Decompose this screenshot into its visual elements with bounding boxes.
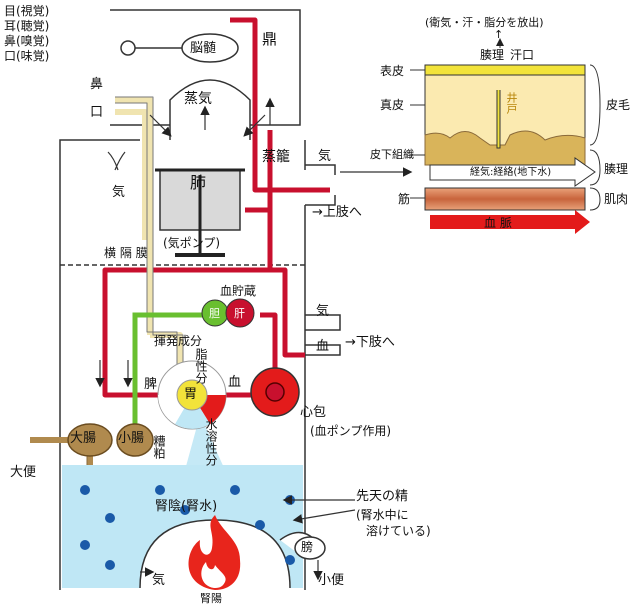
cauldron-label: 鼎	[262, 30, 278, 48]
water-soluble-label: 水溶性分	[204, 418, 218, 466]
subcutis-label: 皮下組織	[370, 148, 414, 161]
spleen-label: 脾	[144, 377, 158, 392]
skin-caption: (衛気・汗・脂分を放出)	[425, 16, 544, 29]
water-fan	[185, 415, 225, 470]
sense-node	[120, 40, 136, 56]
steamer-ki-label: 気	[318, 149, 332, 164]
brain-label: 脳髄	[190, 41, 217, 56]
right-pore-label: 腠理	[604, 162, 629, 176]
ki-in-label: 気	[112, 185, 126, 200]
daiben-label: 大便	[10, 465, 37, 480]
fire-label: 腎陽	[200, 592, 222, 605]
blood-outlet-label: 血	[316, 339, 330, 354]
bile-pipe	[132, 312, 205, 440]
bladder	[294, 536, 326, 560]
muscle-layer-label: 筋	[398, 192, 411, 206]
mouth-label: 口	[90, 105, 104, 120]
liver	[225, 298, 255, 328]
epidermis-label: 表皮	[380, 64, 405, 78]
blood-vessel-label: 血 脈	[484, 216, 512, 230]
fat-label: 脂性分	[194, 348, 208, 384]
large-intestine	[67, 423, 113, 457]
dermis-label: 真皮	[380, 98, 405, 112]
small-intestine-label: 小腸	[118, 431, 145, 446]
skin-arrow: ↑	[494, 28, 504, 41]
essence-dots	[80, 485, 295, 570]
upper-limb-label: →上肢へ	[312, 205, 362, 220]
sense-nose: 鼻(嗅覚)	[4, 34, 50, 48]
meridian-label: 経気:経絡(地下水)	[470, 167, 552, 178]
lower-ki-label: 気	[316, 304, 330, 319]
pericardium-note: (血ポンプ作用)	[310, 424, 392, 438]
steamer-outlets	[305, 164, 341, 356]
urine-label: 小便	[318, 573, 345, 588]
lower-limb-label: →下肢へ	[345, 335, 395, 350]
nose-label: 鼻	[90, 77, 104, 92]
stomach-label: 胃	[184, 387, 198, 402]
small-intestine	[116, 423, 154, 457]
ki-out-label: 気	[152, 573, 166, 588]
blood-label: 血	[228, 375, 242, 390]
right-muscle-label: 肌肉	[604, 192, 629, 206]
dregs-label: 糟粕	[152, 435, 166, 459]
lung-pump-label: (気ポンプ)	[163, 236, 221, 250]
fire-icon	[188, 515, 241, 590]
pore-label: 腠理	[480, 48, 505, 62]
flow-arrows	[95, 105, 413, 577]
right-skin-label: 皮毛	[606, 98, 631, 112]
diaphragm-label: 横 隔 膜	[104, 246, 148, 260]
pericardium-label: 心包	[300, 405, 327, 420]
sweat-pore-label: 汗口	[510, 48, 535, 62]
sense-eye: 目(視覚)	[4, 4, 50, 18]
essence-note-2: 溶けている)	[366, 524, 431, 538]
blood-storage-label: 血貯蔵	[220, 284, 257, 298]
essence-label: 先天の精	[356, 489, 409, 504]
sense-ear: 耳(聴覚)	[4, 19, 50, 33]
kidney-label: 腎陰(腎水)	[155, 499, 218, 514]
bladder-label: 膀	[301, 540, 314, 554]
steamer-label: 蒸籠	[262, 149, 290, 165]
well-label: 井戸	[505, 92, 518, 114]
large-intestine-label: 大腸	[70, 431, 97, 446]
volatile-label: 揮発成分	[154, 334, 203, 348]
essence-note-1: (腎水中に	[356, 508, 409, 522]
skin-diagram	[410, 38, 601, 234]
lung-label: 肺	[190, 173, 207, 192]
sense-mouth: 口(味覚)	[4, 49, 50, 63]
blood-vessels	[102, 17, 330, 398]
liver-label: 肝	[234, 307, 245, 320]
steam-label: 蒸気	[184, 91, 212, 107]
gallbladder-label: 胆	[209, 307, 220, 320]
